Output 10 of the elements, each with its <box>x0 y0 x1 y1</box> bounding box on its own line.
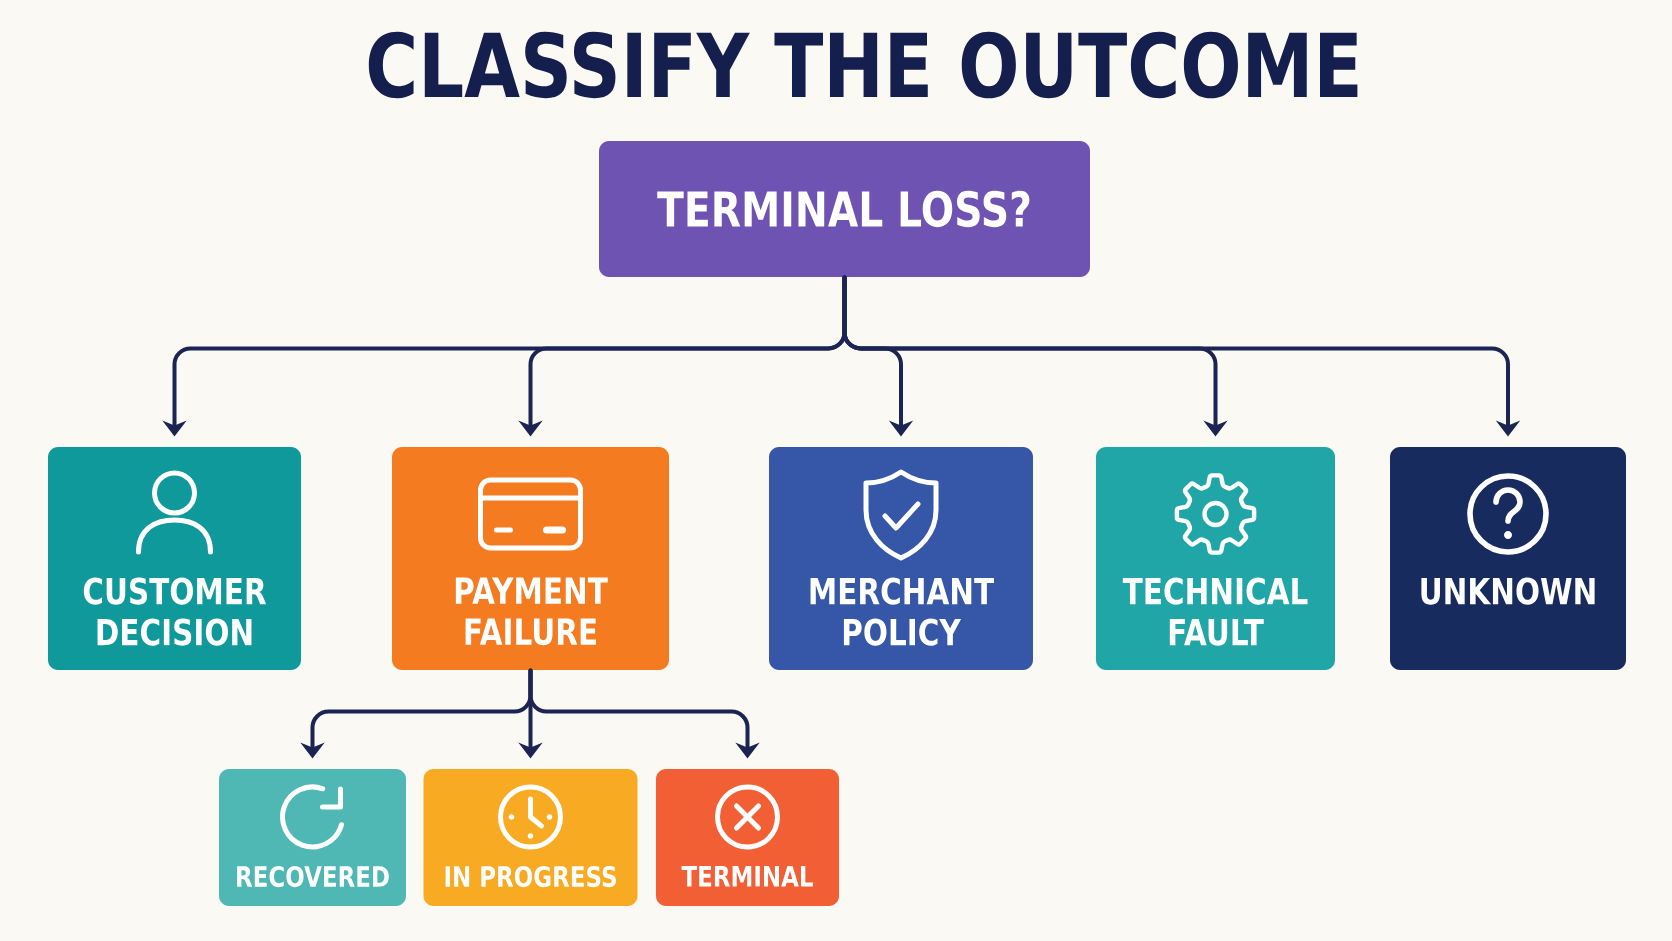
category-box: UNKNOWN <box>1390 447 1626 670</box>
status-box: RECOVERED <box>219 769 406 906</box>
category-box: PAYMENT FAILURE <box>392 447 669 670</box>
category-box: TECHNICAL FAULT <box>1096 447 1335 670</box>
category-box: MERCHANT POLICY <box>769 447 1033 670</box>
status-box: IN PROGRESS <box>423 769 638 906</box>
decision-box: TERMINAL LOSS? <box>599 141 1090 277</box>
category-box: CUSTOMER DECISION <box>48 447 301 670</box>
title: CLASSIFY THE OUTCOME <box>368 31 1358 99</box>
status-box: TERMINAL <box>656 769 839 906</box>
